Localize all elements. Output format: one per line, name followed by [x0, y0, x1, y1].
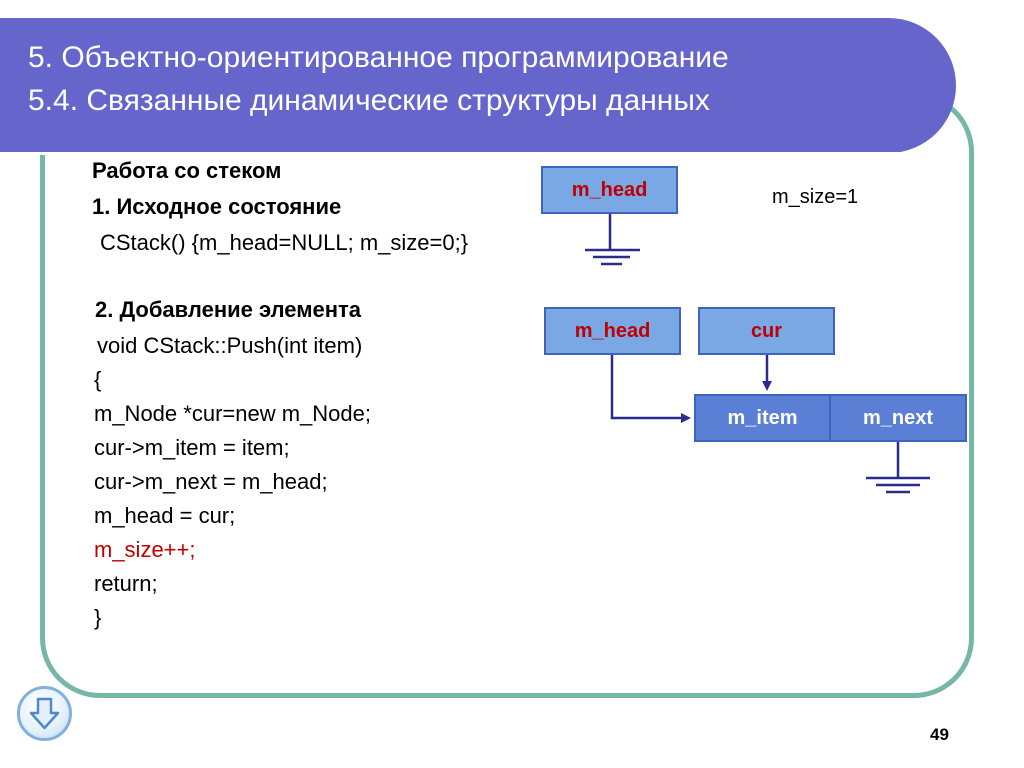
section-heading: Работа со стеком	[92, 158, 282, 183]
code-line: cur->m_item = item;	[94, 435, 290, 460]
title-underline	[0, 152, 935, 155]
state2-m-head-box: m_head	[544, 307, 681, 355]
code-line: }	[94, 605, 102, 630]
section1-title: 1. Исходное состояние	[92, 194, 342, 219]
page-number: 49	[930, 725, 949, 744]
nav-down-button[interactable]	[17, 686, 72, 741]
code-line: void CStack::Push(int item)	[97, 333, 363, 358]
code-line: {	[94, 367, 102, 392]
node-item-box: m_item	[694, 394, 831, 442]
section2-title: 2. Добавление элемента	[95, 297, 362, 322]
size-label: m_size=1	[772, 186, 859, 208]
title-bar: 5. Объектно-ориентированное программиров…	[0, 18, 956, 155]
code-line: m_head = cur;	[94, 503, 236, 528]
section1-code: CStack() {m_head=NULL; m_size=0;}	[100, 230, 469, 255]
slide-title-line2: 5.4. Связанные динамические структуры да…	[28, 84, 710, 117]
code-line: cur->m_next = m_head;	[94, 469, 328, 494]
code-line: m_Node *cur=new m_Node;	[94, 401, 371, 426]
node-next-box: m_next	[829, 394, 967, 442]
next-null-pointer	[866, 442, 930, 494]
state1-m-head-box: m_head	[541, 166, 678, 214]
slide-title-line1: 5. Объектно-ориентированное программиров…	[28, 41, 729, 74]
cur-box: cur	[698, 307, 835, 355]
head-to-item-arrow	[610, 355, 691, 423]
down-arrow-icon	[29, 697, 60, 730]
state1-null-pointer	[585, 214, 640, 266]
code-line: return;	[94, 571, 158, 596]
code-line-highlighted: m_size++;	[94, 537, 196, 562]
